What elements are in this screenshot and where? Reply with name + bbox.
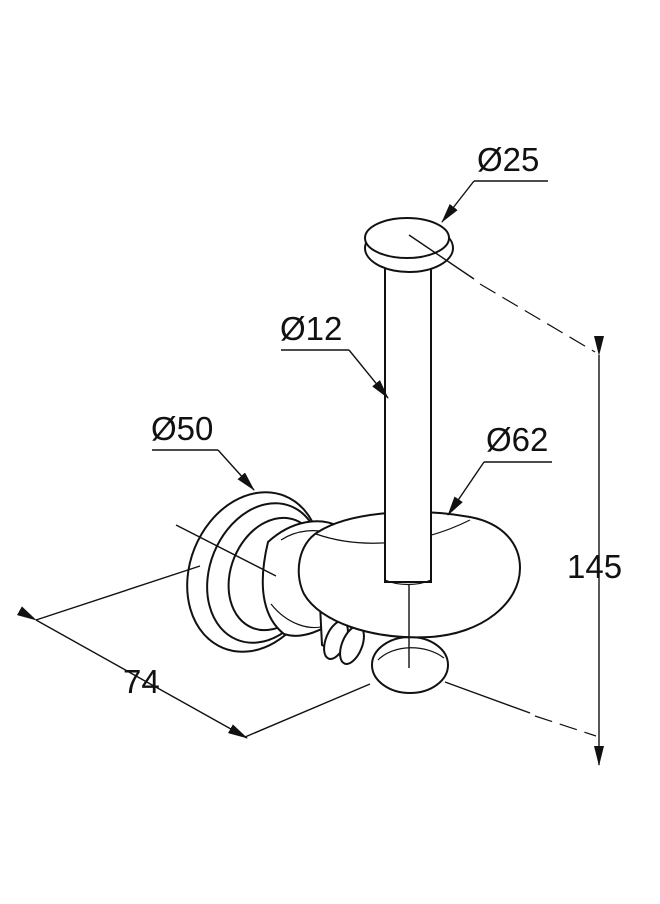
depth-label: 74 [123, 663, 160, 700]
rosette-diameter-label: Ø50 [151, 410, 213, 447]
height-label: 145 [567, 548, 622, 585]
depth-dimension: 74 [16, 606, 248, 739]
lower-fixing-knob [318, 603, 449, 694]
top-cap-dimension: Ø25 [441, 141, 548, 223]
disc-dimension: Ø62 [447, 421, 552, 516]
vertical-rod [384, 255, 432, 586]
top-cap-diameter-label: Ø25 [477, 141, 539, 178]
rosette-dimension: Ø50 [151, 410, 255, 491]
rod-dimension: Ø12 [280, 310, 389, 399]
disc-diameter-label: Ø62 [486, 421, 548, 458]
rod-diameter-label: Ø12 [280, 310, 342, 347]
height-dimension: 145 [567, 336, 622, 766]
top-cap [364, 217, 454, 273]
